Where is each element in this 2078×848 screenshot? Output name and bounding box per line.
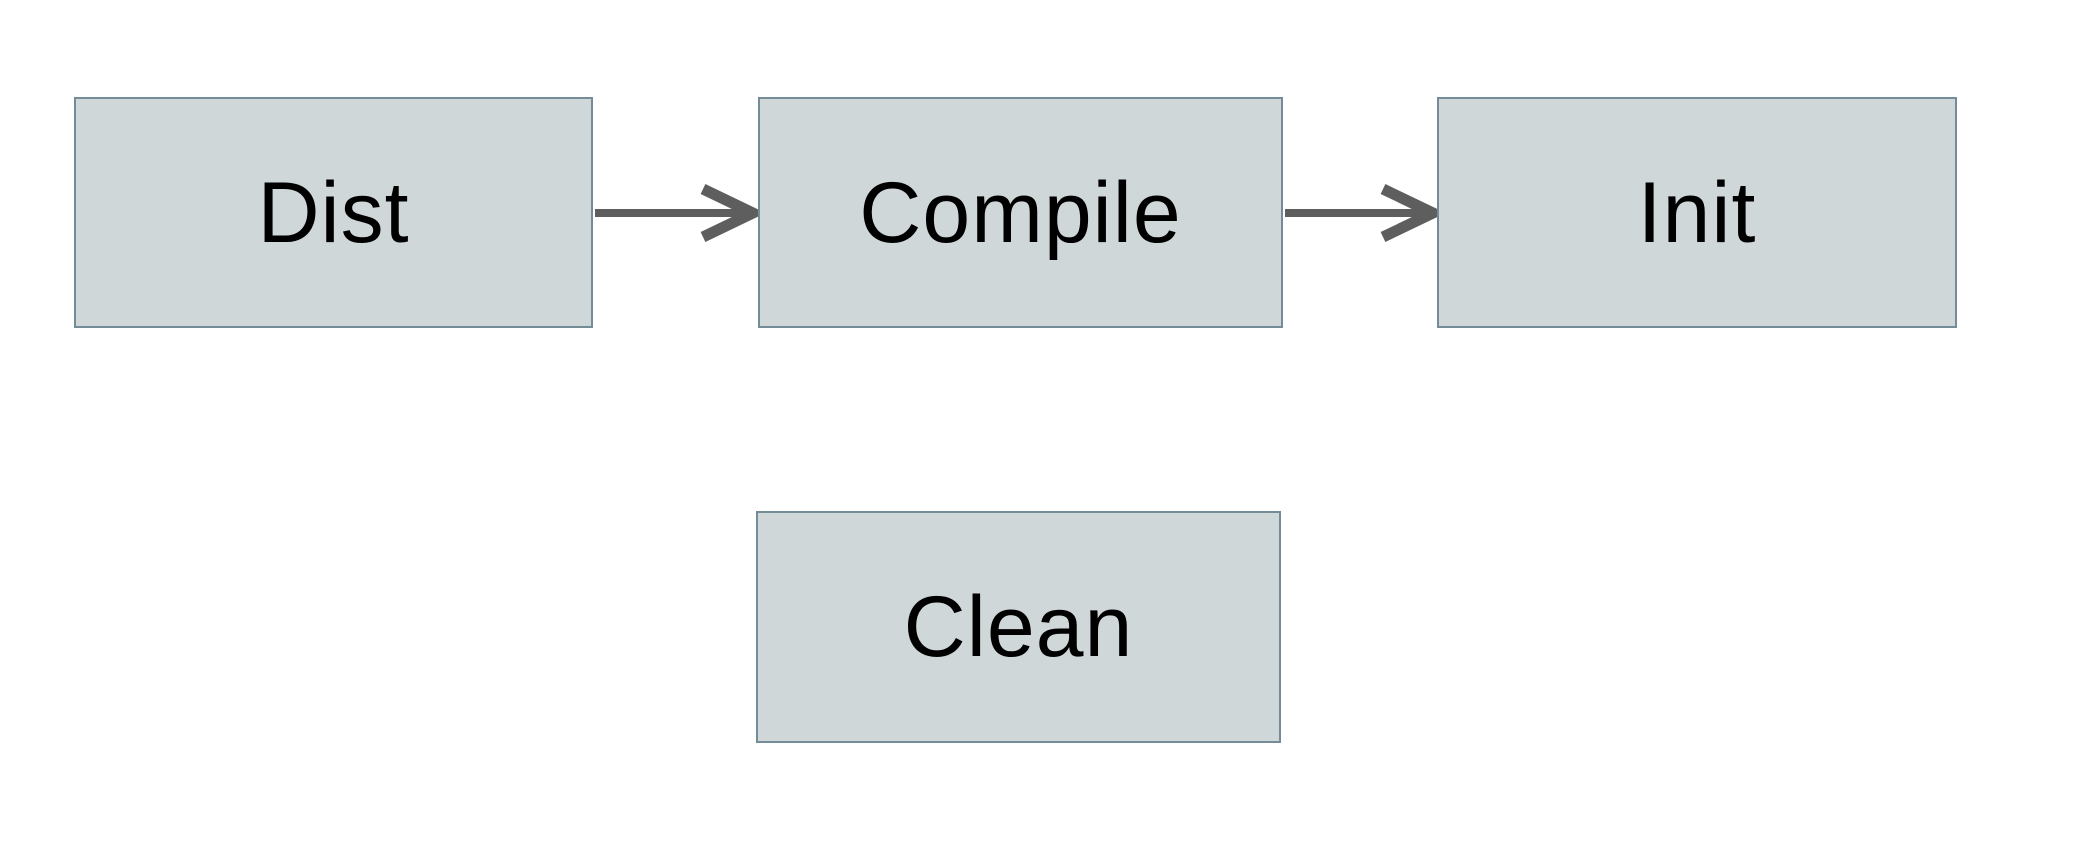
node-dist[interactable]: Dist: [74, 97, 593, 328]
arrow-head-icon: [700, 184, 766, 242]
node-compile[interactable]: Compile: [758, 97, 1283, 328]
arrow-dist-to-compile[interactable]: [595, 184, 766, 242]
node-compile-label: Compile: [859, 164, 1182, 261]
arrow-compile-to-init[interactable]: [1285, 184, 1446, 242]
node-dist-label: Dist: [257, 164, 410, 261]
node-clean[interactable]: Clean: [756, 511, 1281, 743]
node-clean-label: Clean: [903, 579, 1134, 675]
node-init[interactable]: Init: [1437, 97, 1957, 328]
arrow-head-icon: [1380, 184, 1446, 242]
node-init-label: Init: [1637, 164, 1757, 261]
